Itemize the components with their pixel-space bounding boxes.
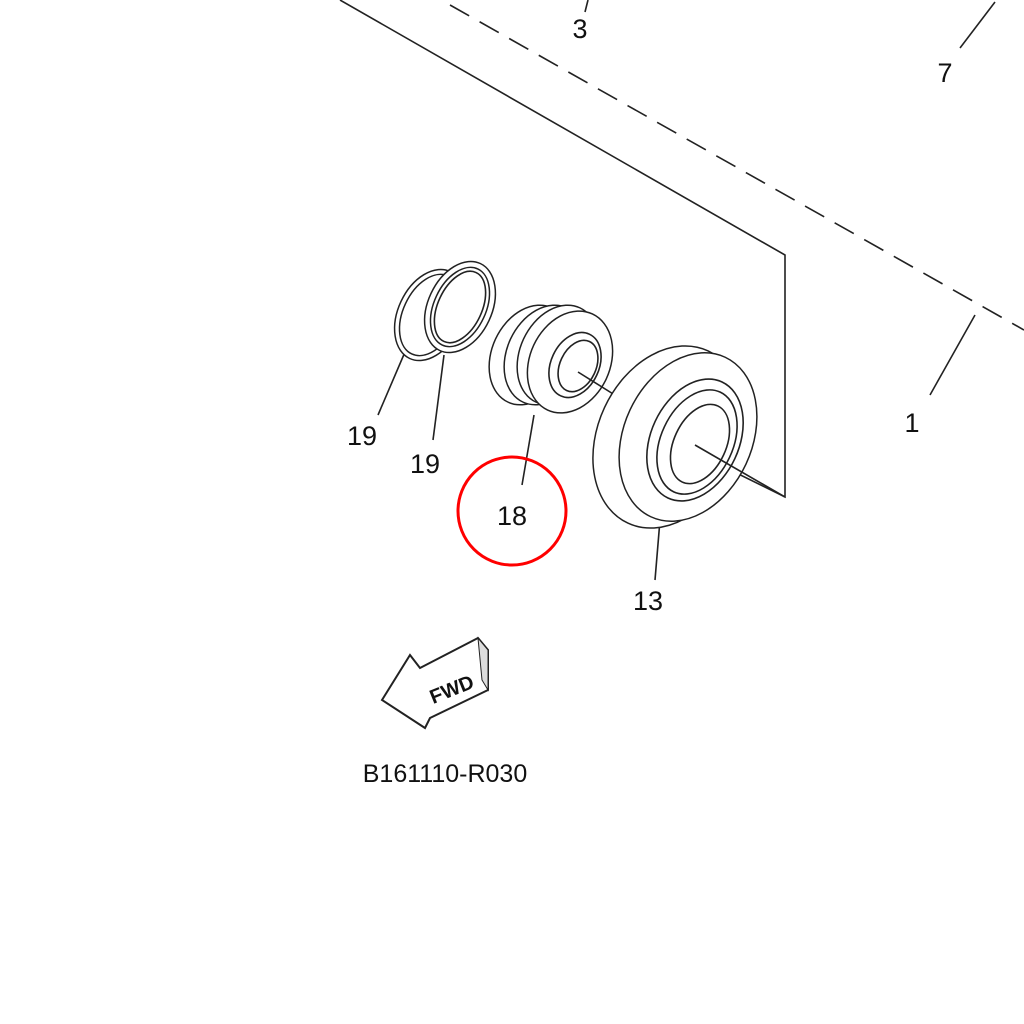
highlight-circle <box>456 455 568 567</box>
piston-rings-19[interactable] <box>381 250 510 372</box>
bearing-13[interactable] <box>564 321 786 552</box>
callout-19-a[interactable]: 19 <box>347 421 377 451</box>
leader-lines <box>377 0 996 581</box>
crankcase-outline <box>339 0 1024 499</box>
figure-code: B161110-R030 <box>363 760 527 788</box>
callout-1[interactable]: 1 <box>904 408 919 438</box>
callout-7[interactable]: 7 <box>937 58 952 88</box>
callout-13[interactable]: 13 <box>633 586 663 616</box>
callout-18[interactable]: 18 <box>497 501 527 531</box>
fwd-arrow-icon: FWD <box>380 636 489 730</box>
callout-19-b[interactable]: 19 <box>410 449 440 479</box>
oil-seal-18[interactable] <box>474 292 629 427</box>
callout-3[interactable]: 3 <box>572 14 587 44</box>
